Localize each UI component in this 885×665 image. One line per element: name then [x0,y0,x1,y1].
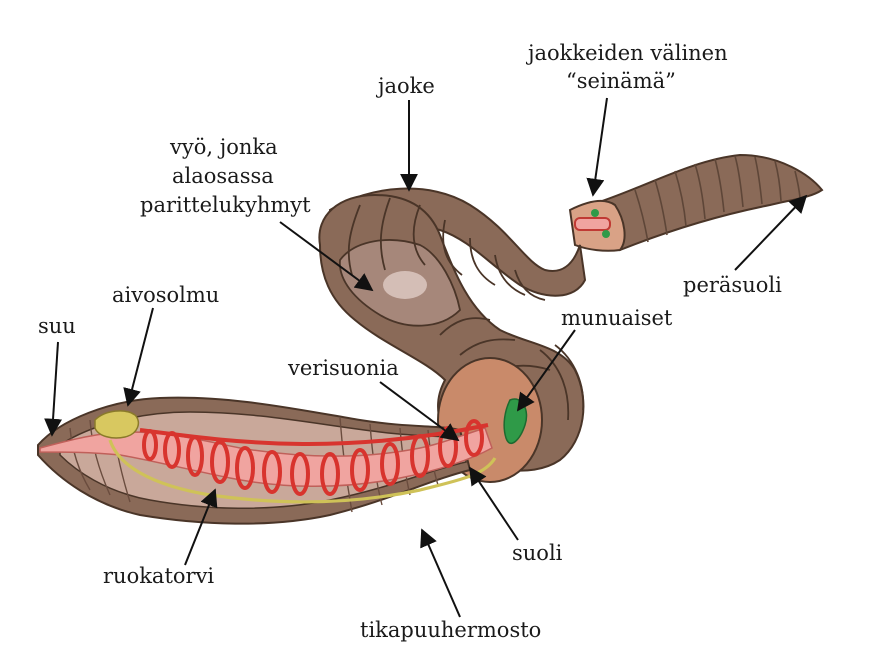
label-brain: aivosolmu [112,283,219,307]
worm-tail [588,153,824,252]
label-mouth: suu [38,314,76,338]
pointer-arrows [44,97,808,618]
label-blood-vessels: verisuonia [287,356,399,380]
label-intestine: suoli [512,541,563,565]
labels: jaokkeiden välinen “seinämä” jaoke vyö, … [38,41,782,642]
label-segment-wall-line1: jaokkeiden välinen [525,41,728,65]
label-segment: jaoke [375,74,435,98]
label-clitellum-line2: alaosassa [172,164,274,188]
septum-section [568,199,626,252]
label-esophagus: ruokatorvi [103,564,214,588]
label-nerve-cord: tikapuuhermosto [360,618,541,642]
label-clitellum-line1: vyö, jonka [169,135,278,159]
label-nephridia: munuaiset [561,306,673,330]
label-clitellum-line3: parittelukyhmyt [140,193,311,217]
label-anus: peräsuoli [683,273,782,297]
label-segment-wall-line2: “seinämä” [566,69,676,93]
